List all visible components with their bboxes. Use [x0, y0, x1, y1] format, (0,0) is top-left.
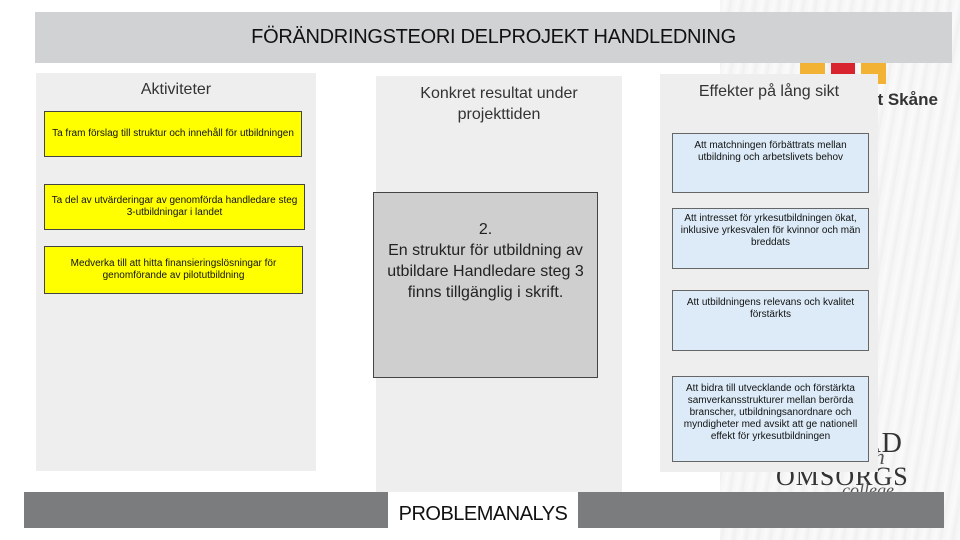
activity-box-3: Medverka till att hitta finansieringslös… [44, 246, 303, 294]
effect-text-2: Att intresset för yrkesutbildningen ökat… [680, 213, 861, 248]
activity-text-1: Ta fram förslag till struktur och innehå… [52, 128, 294, 139]
problem-analysis-text: PROBLEMANALYS [398, 503, 568, 525]
result-box: 2. En struktur för utbildning av utbilda… [373, 192, 598, 378]
results-heading: Konkret resultat under projekttiden [420, 85, 578, 123]
effect-box-2: Att intresset för yrkesutbildningen ökat… [672, 208, 869, 269]
effect-box-1: Att matchningen förbättrats mellan utbil… [672, 133, 869, 193]
result-text: 2. En struktur för utbildning av utbilda… [387, 221, 584, 301]
title-bar: FÖRÄNDRINGSTEORI DELPROJEKT HANDLEDNING [35, 12, 952, 63]
effect-text-4: Att bidra till utvecklande och förstärkt… [683, 383, 858, 442]
effect-box-4: Att bidra till utvecklande och förstärkt… [672, 376, 869, 462]
effect-box-3: Att utbildningens relevans och kvalitet … [672, 290, 869, 351]
brand-logo-text: et Skåne [868, 90, 938, 109]
page-title: FÖRÄNDRINGSTEORI DELPROJEKT HANDLEDNING [251, 26, 736, 48]
activity-text-3: Medverka till att hitta finansieringslös… [70, 258, 277, 281]
effect-text-1: Att matchningen förbättrats mellan utbil… [694, 140, 847, 163]
effect-text-3: Att utbildningens relevans och kvalitet … [686, 297, 855, 320]
activity-box-2: Ta del av utvärderingar av genomförda ha… [44, 184, 305, 230]
activities-heading: Aktiviteter [140, 81, 212, 98]
effects-heading: Effekter på lång sikt [698, 83, 840, 100]
activity-text-2: Ta del av utvärderingar av genomförda ha… [51, 195, 298, 218]
problem-analysis-label: PROBLEMANALYS [388, 492, 578, 528]
activity-box-1: Ta fram förslag till struktur och innehå… [44, 111, 302, 157]
